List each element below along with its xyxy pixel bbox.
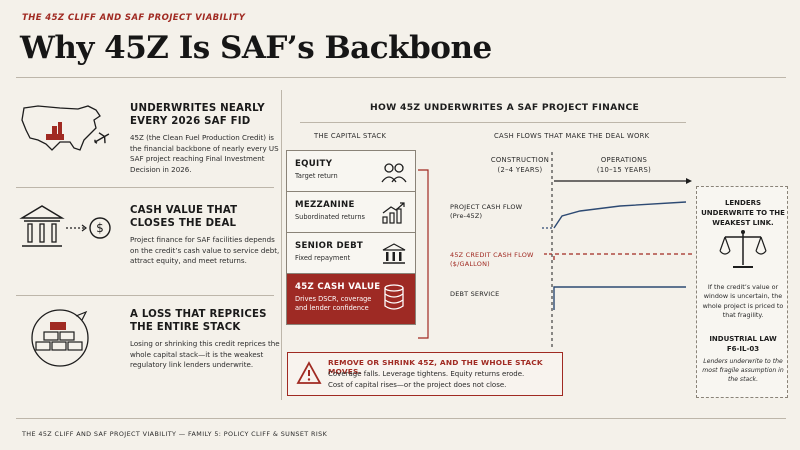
flow-label-debt: DEBT SERVICE	[450, 290, 500, 298]
debt-service-line	[553, 286, 686, 310]
warning-line-2: Cost of capital rises—or the project doe…	[328, 380, 507, 389]
stack-row-equity: EQUITY Target return	[287, 151, 415, 192]
left-block-1: UNDERWRITES NEARLY EVERY 2026 SAF FID 45…	[16, 98, 279, 186]
stack-title: THE CAPITAL STACK	[314, 132, 387, 140]
capital-stack: EQUITY Target return MEZZANINE Subordina…	[286, 150, 416, 325]
stack-row-sub: Subordinated returns	[295, 213, 365, 221]
warning-line-1: Coverage falls. Leverage tightens. Equit…	[328, 370, 525, 378]
warning-heading: REMOVE OR SHRINK 45Z, AND THE WHOLE STAC…	[328, 358, 543, 376]
main-title-underline	[300, 122, 686, 123]
stack-row-mezzanine: MEZZANINE Subordinated returns	[287, 192, 415, 233]
sidebar-law: INDUSTRIAL LAW F6-IL-03	[701, 334, 785, 354]
kicker: THE 45Z CLIFF AND SAF PROJECT VIABILITY	[22, 13, 246, 23]
left-block-3: A LOSS THAT REPRICES THE ENTIRE STACK Lo…	[16, 306, 280, 398]
sidebar-law-code: F6-IL-03	[726, 345, 760, 353]
left-body-2: Project finance for SAF facilities depen…	[130, 235, 280, 266]
bank-to-dollar-icon: $	[19, 205, 111, 247]
us-map-refinery-plane-icon	[21, 105, 110, 151]
left-divider-2	[16, 295, 274, 296]
left-heading-1: UNDERWRITES NEARLY EVERY 2026 SAF FID	[130, 103, 265, 127]
stack-row-senior-debt: SENIOR DEBT Fixed repayment	[287, 233, 415, 274]
main-title: HOW 45Z UNDERWRITES A SAF PROJECT FINANC…	[370, 102, 640, 113]
flows-title: CASH FLOWS THAT MAKE THE DEAL WORK	[494, 132, 650, 140]
title-divider	[16, 77, 786, 78]
bank-icon	[382, 243, 406, 264]
left-panel-divider	[281, 90, 282, 400]
left-heading-2: CASH VALUE THAT CLOSES THE DEAL	[130, 205, 238, 229]
stack-row-45z-cash-value: 45Z CASH VALUE Drives DSCR, coverage and…	[287, 274, 415, 324]
sidebar-body: If the credit’s value or window is uncer…	[702, 283, 784, 320]
warning-box: REMOVE OR SHRINK 45Z, AND THE WHOLE STAC…	[287, 352, 563, 396]
balance-scale-icon	[719, 230, 767, 268]
project-flow-line	[553, 201, 687, 229]
credit-flow-line	[553, 253, 692, 260]
flow-label-45z: 45Z CREDIT CASH FLOW ($/GALLON)	[450, 251, 534, 268]
arrow-head-icon	[686, 178, 692, 184]
stack-row-sub: Fixed repayment	[295, 254, 351, 262]
stack-bracket	[418, 169, 429, 339]
sidebar-heading: LENDERS UNDERWRITE TO THE WEAKEST LINK.	[701, 199, 785, 227]
stack-row-title: MEZZANINE	[295, 200, 355, 210]
lenders-sidebar: LENDERS UNDERWRITE TO THE WEAKEST LINK. …	[696, 186, 788, 398]
operations-label: OPERATIONS (10–15 YEARS)	[596, 156, 652, 174]
left-heading-3: A LOSS THAT REPRICES THE ENTIRE STACK	[130, 309, 267, 333]
warning-body: Coverage falls. Leverage tightens. Equit…	[328, 369, 524, 390]
stack-row-title: 45Z CASH VALUE	[295, 282, 381, 292]
left-body-1: 45Z (the Clean Fuel Production Credit) i…	[130, 133, 279, 174]
sidebar-law-title: INDUSTRIAL LAW	[709, 335, 777, 343]
footer-divider	[16, 418, 786, 419]
construction-label: CONSTRUCTION (2–4 YEARS)	[490, 156, 550, 174]
people-icon	[381, 163, 407, 183]
flow-label-project: PROJECT CASH FLOW (Pre-45Z)	[450, 203, 523, 220]
stack-row-sub: Drives DSCR, coverage and lender confide…	[295, 295, 372, 312]
growth-chart-icon	[382, 202, 405, 224]
coin-stack-icon	[384, 284, 404, 310]
warning-icon	[296, 361, 322, 384]
stack-row-title: SENIOR DEBT	[295, 241, 364, 251]
left-divider-1	[16, 187, 274, 188]
page-title: Why 45Z Is SAF’s Backbone	[20, 30, 492, 66]
left-block-2: $ CASH VALUE THAT CLOSES THE DEAL Projec…	[16, 200, 279, 288]
left-body-3: Losing or shrinking this credit reprices…	[130, 339, 280, 370]
stack-row-sub: Target return	[295, 172, 338, 180]
cash-flow-graphic	[542, 152, 692, 350]
footer: THE 45Z CLIFF AND SAF PROJECT VIABILITY …	[22, 430, 328, 438]
stack-row-title: EQUITY	[295, 159, 333, 169]
brick-stack-icon	[31, 309, 89, 367]
svg-text:$: $	[96, 221, 104, 235]
sidebar-note: Lenders underwrite to the most fragile a…	[702, 358, 784, 383]
